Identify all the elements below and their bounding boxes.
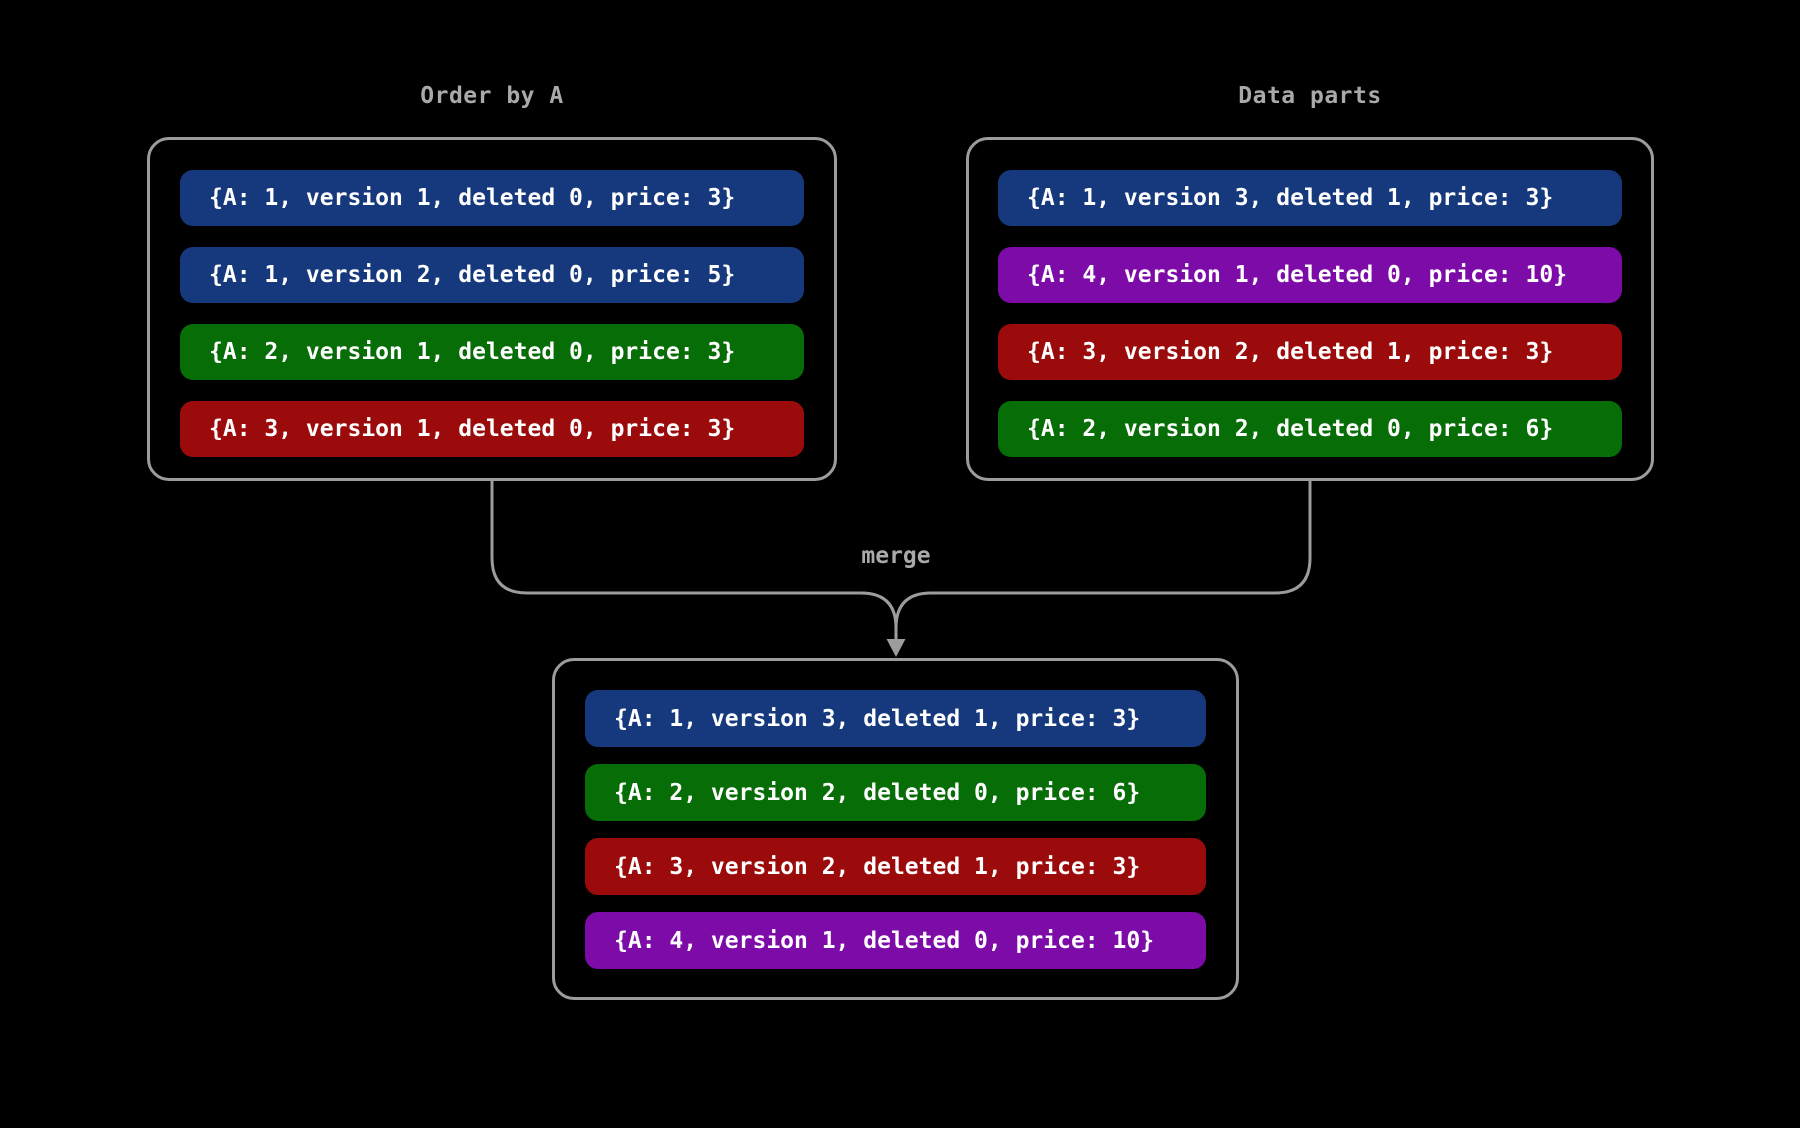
- row-text: {A: 4, version 1, deleted 0, price: 10}: [1027, 262, 1568, 288]
- data-part-row: {A: 2, version 1, deleted 0, price: 3}: [180, 324, 804, 380]
- row-text: {A: 2, version 1, deleted 0, price: 3}: [209, 339, 736, 365]
- row-text: {A: 1, version 2, deleted 0, price: 5}: [209, 262, 736, 288]
- row-text: {A: 2, version 2, deleted 0, price: 6}: [1027, 416, 1554, 442]
- merge-label: merge: [861, 543, 931, 569]
- data-part-row: {A: 1, version 3, deleted 1, price: 3}: [998, 170, 1622, 226]
- data-part-row: {A: 1, version 2, deleted 0, price: 5}: [180, 247, 804, 303]
- data-part-row: {A: 3, version 2, deleted 1, price: 3}: [998, 324, 1622, 380]
- data-part-row: {A: 2, version 2, deleted 0, price: 6}: [998, 401, 1622, 457]
- row-text: {A: 2, version 2, deleted 0, price: 6}: [614, 779, 1141, 806]
- data-part-row: {A: 4, version 1, deleted 0, price: 10}: [585, 912, 1206, 969]
- right-box-title: Data parts: [1238, 83, 1382, 109]
- left-box-title: Order by A: [420, 83, 564, 109]
- data-part-row: {A: 1, version 1, deleted 0, price: 3}: [180, 170, 804, 226]
- row-text: {A: 3, version 2, deleted 1, price: 3}: [1027, 339, 1554, 365]
- row-text: {A: 1, version 3, deleted 1, price: 3}: [614, 705, 1141, 732]
- data-part-row: {A: 3, version 2, deleted 1, price: 3}: [585, 838, 1206, 895]
- data-part-row: {A: 2, version 2, deleted 0, price: 6}: [585, 764, 1206, 821]
- row-text: {A: 1, version 3, deleted 1, price: 3}: [1027, 185, 1554, 211]
- data-part-row: {A: 4, version 1, deleted 0, price: 10}: [998, 247, 1622, 303]
- merged-result-box: {A: 1, version 3, deleted 1, price: 3} {…: [552, 658, 1239, 1000]
- row-text: {A: 3, version 1, deleted 0, price: 3}: [209, 416, 736, 442]
- data-part-row: {A: 3, version 1, deleted 0, price: 3}: [180, 401, 804, 457]
- row-text: {A: 1, version 1, deleted 0, price: 3}: [209, 185, 736, 211]
- data-parts-box: {A: 1, version 3, deleted 1, price: 3} {…: [966, 137, 1654, 481]
- arrow-down-icon: [886, 639, 906, 657]
- row-text: {A: 3, version 2, deleted 1, price: 3}: [614, 853, 1141, 880]
- row-text: {A: 4, version 1, deleted 0, price: 10}: [614, 927, 1155, 954]
- order-by-a-box: {A: 1, version 1, deleted 0, price: 3} {…: [147, 137, 837, 481]
- data-part-row: {A: 1, version 3, deleted 1, price: 3}: [585, 690, 1206, 747]
